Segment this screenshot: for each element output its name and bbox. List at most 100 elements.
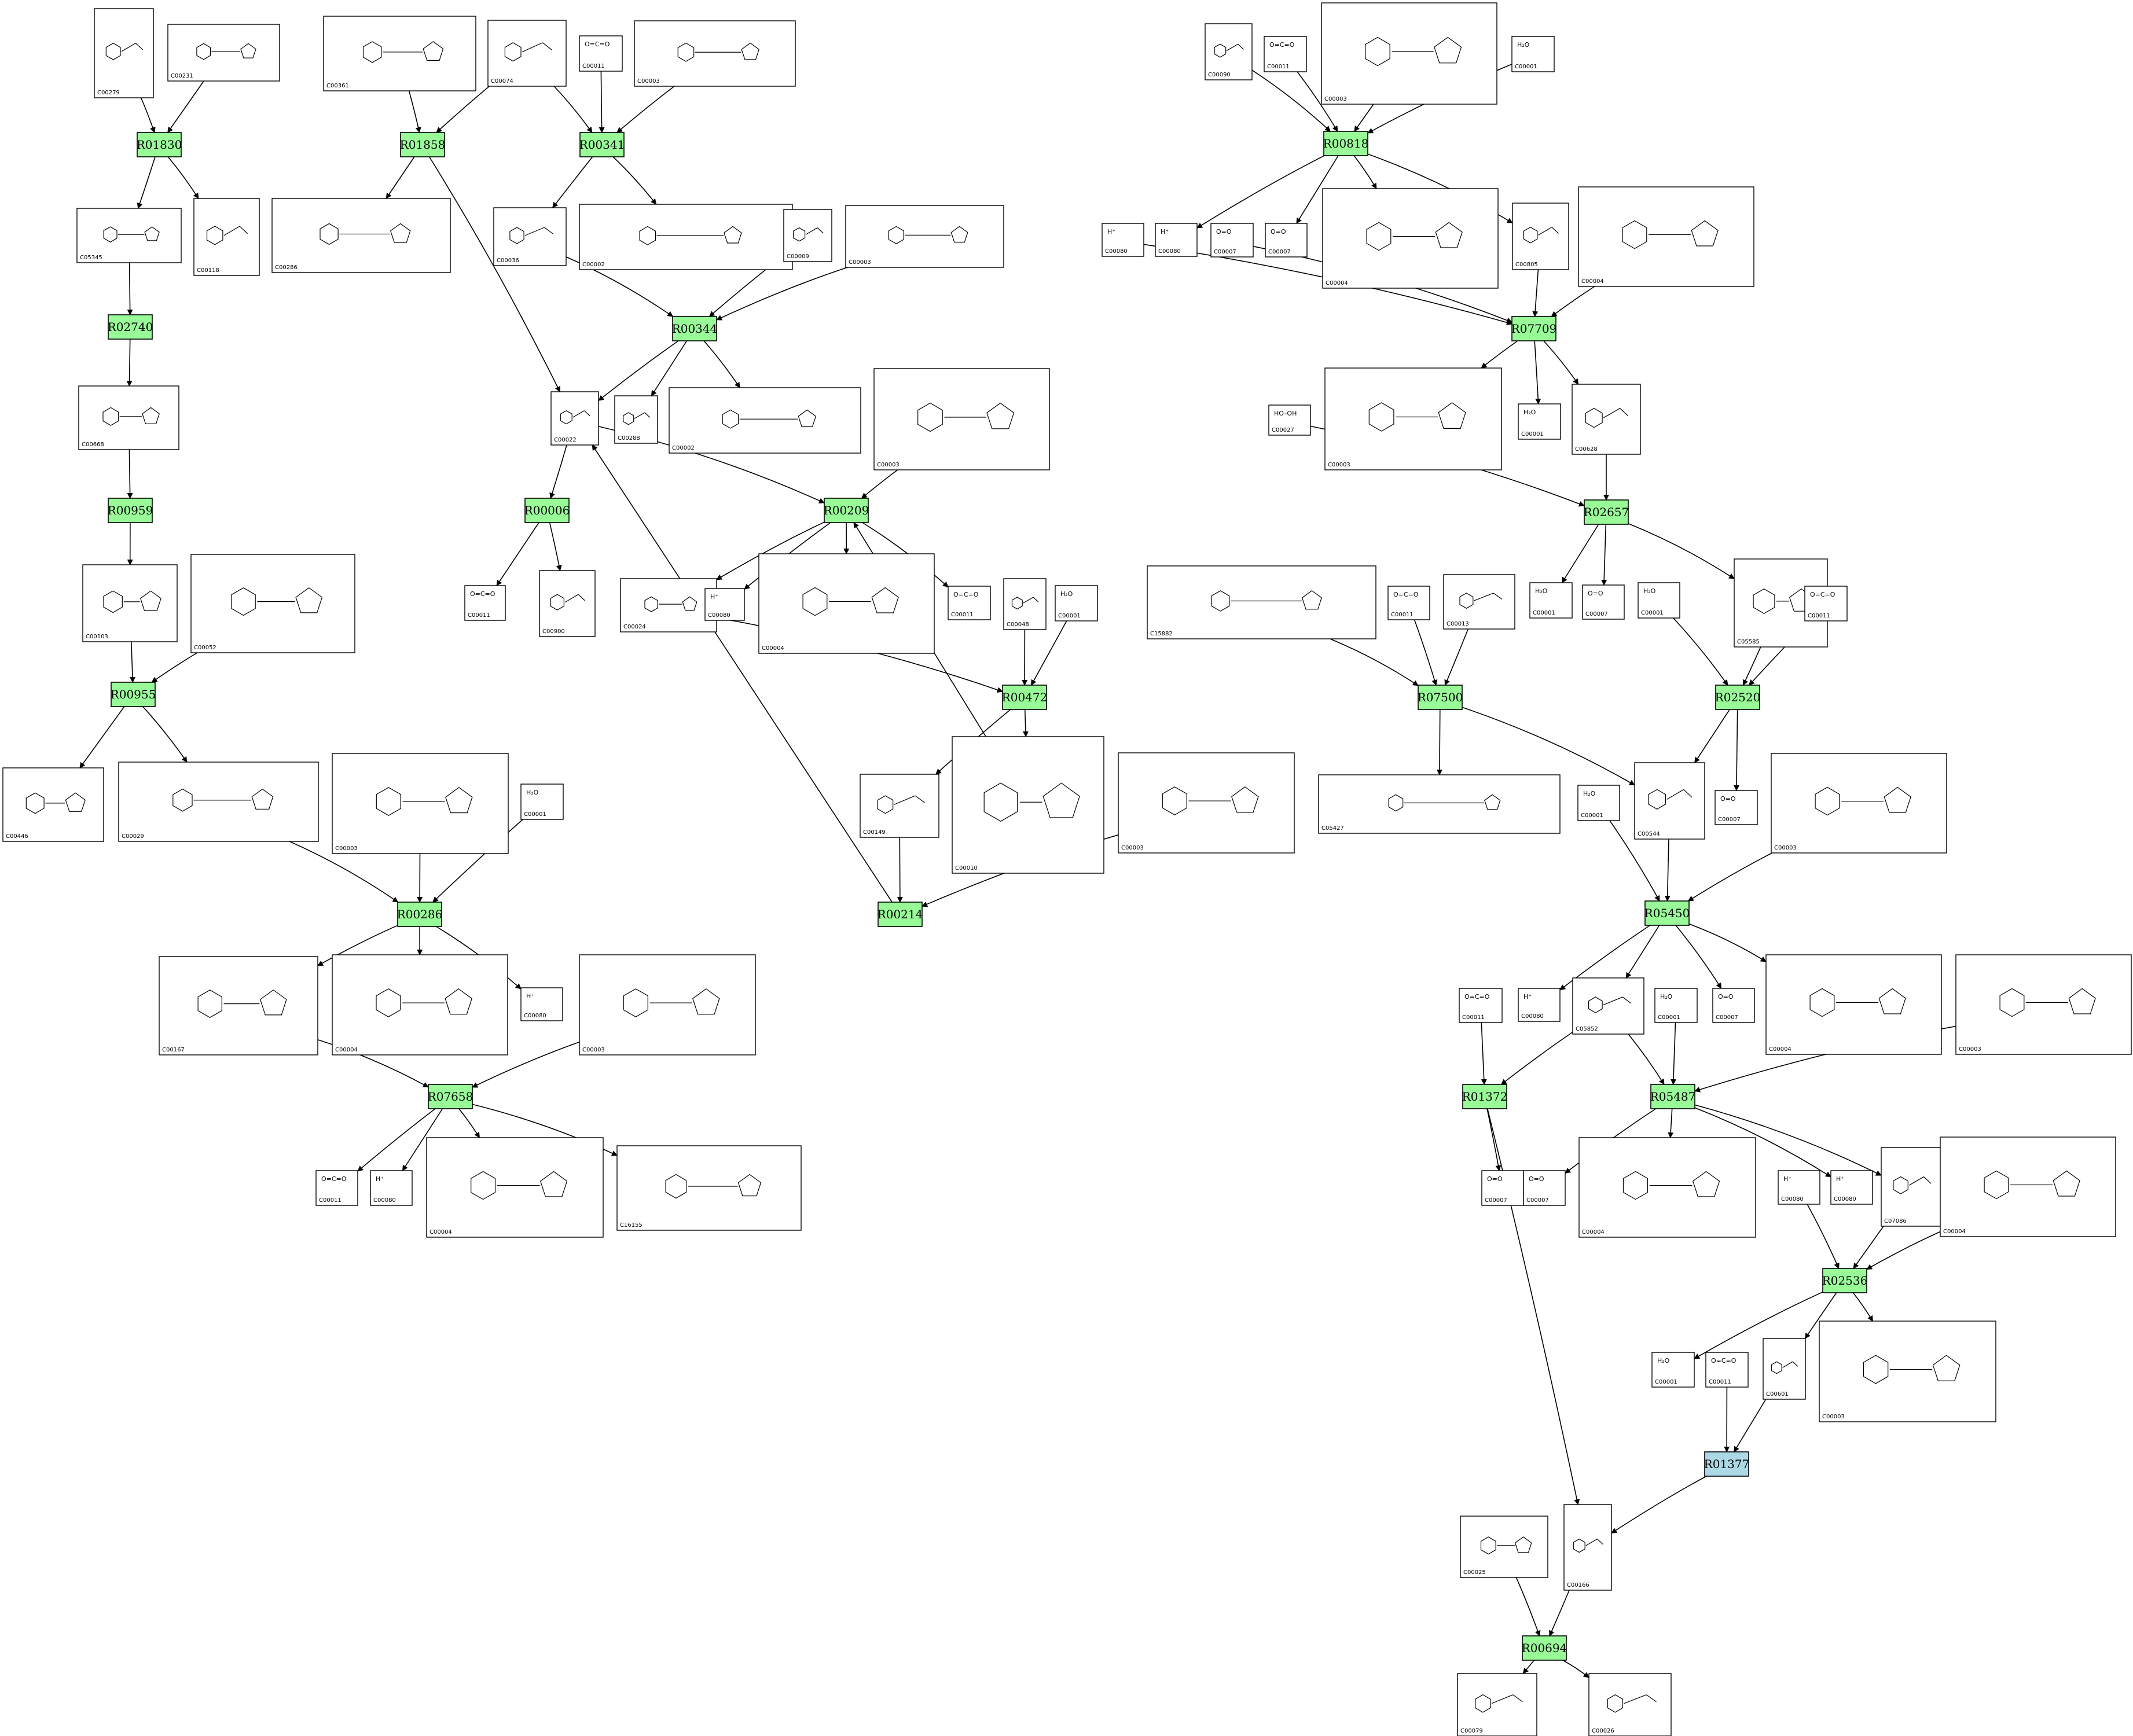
compound-node[interactable]: H⁺C00080 [370,1170,413,1206]
compound-node[interactable]: C00805 [1512,203,1569,270]
reaction-node[interactable]: R07658 [428,1084,473,1109]
compound-node[interactable]: C00279 [94,8,154,98]
compound-node[interactable]: C00079 [1457,1673,1537,1736]
reaction-node[interactable]: R00214 [878,902,923,927]
compound-node[interactable]: C00029 [118,762,319,842]
compound-node[interactable]: C00003 [634,20,796,87]
compound-node[interactable]: C00446 [2,767,104,842]
compound-node[interactable]: C00003 [332,753,509,854]
compound-node[interactable]: C00668 [78,385,179,450]
compound-node[interactable]: C00003 [1819,1321,1996,1422]
compound-node[interactable]: C00003 [1324,367,1502,470]
compound-node[interactable]: C00090 [1205,23,1253,80]
reaction-node[interactable]: R00818 [1323,131,1369,156]
compound-node[interactable]: C05427 [1318,774,1561,834]
compound-node[interactable]: C00003 [873,368,1050,470]
compound-node[interactable]: C05345 [76,208,182,263]
compound-node[interactable]: C00074 [487,20,567,87]
compound-node[interactable]: C00024 [620,578,717,632]
compound-node[interactable]: C00010 [952,736,1104,874]
reaction-node[interactable]: R02536 [1822,1268,1868,1293]
compound-node[interactable]: C00149 [860,774,939,838]
reaction-node[interactable]: R02657 [1584,499,1629,525]
compound-node[interactable]: C00002 [669,387,861,454]
reaction-node[interactable]: R01372 [1462,1084,1508,1109]
compound-node[interactable]: C00022 [550,391,599,446]
compound-node[interactable]: C00004 [758,553,935,654]
compound-node[interactable]: C00166 [1563,1504,1612,1591]
compound-node[interactable]: H⁺C00080 [1102,223,1144,257]
compound-node[interactable]: C00009 [783,209,832,262]
compound-node[interactable]: C00025 [1460,1516,1548,1578]
reaction-node[interactable]: R00209 [824,498,869,523]
compound-node[interactable]: C00002 [579,204,793,270]
compound-node[interactable]: C00013 [1443,574,1515,630]
reaction-node[interactable]: R02520 [1715,685,1761,710]
compound-node[interactable]: C00167 [159,956,318,1055]
compound-node[interactable]: C00003 [1955,954,2132,1055]
compound-node[interactable]: H⁺C00080 [1518,988,1561,1022]
compound-node[interactable]: H⁺C00080 [1778,1170,1820,1205]
reaction-node[interactable]: R07500 [1418,685,1463,710]
reaction-node[interactable]: R00344 [672,316,718,341]
reaction-node[interactable]: R01858 [400,132,446,157]
compound-node[interactable]: C00231 [167,24,280,82]
compound-node[interactable]: C00004 [426,1137,604,1238]
compound-node[interactable]: C00004 [1322,188,1499,289]
reaction-node[interactable]: R05487 [1650,1084,1696,1109]
compound-node[interactable]: C00004 [1765,954,1942,1055]
compound-node[interactable]: C00036 [493,207,567,266]
compound-node[interactable]: H⁺C00080 [704,588,745,621]
compound-node[interactable]: H⁺C00080 [1155,223,1198,257]
reaction-node[interactable]: R01377 [1704,1451,1750,1477]
compound-node[interactable]: C00026 [1588,1673,1672,1736]
compound-node[interactable]: H⁺C00080 [1830,1170,1873,1205]
reaction-node[interactable]: R05450 [1644,900,1690,926]
compound-node[interactable]: C00003 [1118,752,1295,854]
compound-node[interactable]: C00361 [323,16,476,91]
compound-node[interactable]: C00052 [190,554,355,653]
compound-node[interactable]: C00004 [1578,186,1754,287]
reaction-node[interactable]: R00472 [1002,685,1048,710]
reaction-node[interactable]: R00286 [397,902,443,927]
reaction-node[interactable]: R00341 [579,132,625,157]
reaction-node[interactable]: R07709 [1511,316,1557,341]
compound-node[interactable]: C00118 [193,198,260,276]
compound-node[interactable]: C07086 [1881,1147,1943,1227]
reaction-node[interactable]: R00694 [1522,1635,1567,1661]
compound-node[interactable]: C00003 [845,205,1004,268]
compound-node[interactable]: C16155 [616,1145,802,1231]
compound-node[interactable]: C00003 [1771,753,1947,854]
compound-node[interactable]: C00103 [82,564,178,642]
compound-node[interactable]: C00544 [1634,762,1705,840]
compound-node[interactable]: C05852 [1572,977,1644,1035]
compound-node[interactable]: C00004 [1940,1137,2116,1237]
compound-node[interactable]: C00003 [579,954,756,1055]
compound-node[interactable]: C00900 [539,570,596,637]
compound-node[interactable]: C15882 [1147,565,1376,639]
compound-node[interactable]: H⁺C00080 [520,987,563,1021]
